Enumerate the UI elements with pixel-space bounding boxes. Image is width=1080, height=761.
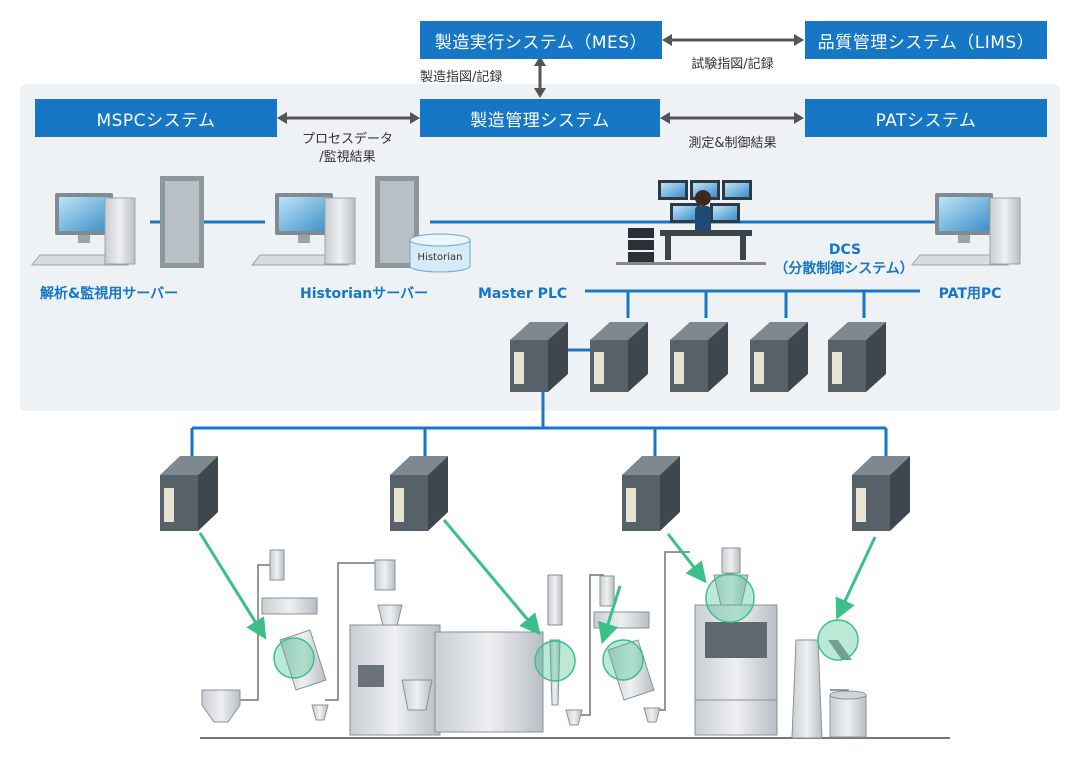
- mspc-flow-label-line1: プロセスデータ: [301, 132, 393, 147]
- pat-pc-label: PAT用PC: [938, 286, 1002, 302]
- master-plc-label: Master PLC: [478, 286, 568, 302]
- analysis-server-icon: [30, 176, 204, 268]
- sensor-points: [273, 573, 859, 682]
- field-plc-module-icon: [160, 456, 910, 531]
- sensor-arrows: [198, 519, 877, 645]
- mspc-flow-label-line2: /監視結果: [319, 150, 376, 165]
- historian-database-icon: [409, 233, 471, 273]
- pat-pc-icon: [910, 193, 1021, 266]
- mspc-system-box: MSPCシステム: [35, 99, 277, 137]
- process-equipment-line: [200, 547, 950, 739]
- manufacturing-management-system-box: 製造管理システム: [420, 99, 660, 137]
- system-flow-arrows: [277, 34, 804, 124]
- master-plc-module-icon: [510, 322, 568, 392]
- pat-flow-label: 測定&制御結果: [688, 136, 777, 151]
- analysis-server-label: 解析&監視用サーバー: [40, 286, 179, 302]
- lims-system-box: 品質管理システム（LIMS）: [805, 21, 1047, 59]
- historian-db-label: Historian: [417, 252, 463, 263]
- pat-system-box: PATシステム: [805, 99, 1047, 137]
- mes-system-box: 製造実行システム（MES）: [420, 21, 662, 59]
- dcs-label-line2: （分散制御システム）: [774, 261, 914, 277]
- plc-module-icon: [590, 322, 886, 392]
- mes-flow-label: 製造指図/記録: [420, 70, 503, 85]
- dcs-label-line1: DCS: [828, 242, 862, 258]
- historian-server-icon: [250, 176, 419, 268]
- lims-flow-label: 試験指図/記録: [691, 57, 774, 72]
- historian-server-label: Historianサーバー: [300, 286, 429, 302]
- dcs-operator-station-icon: [616, 180, 766, 265]
